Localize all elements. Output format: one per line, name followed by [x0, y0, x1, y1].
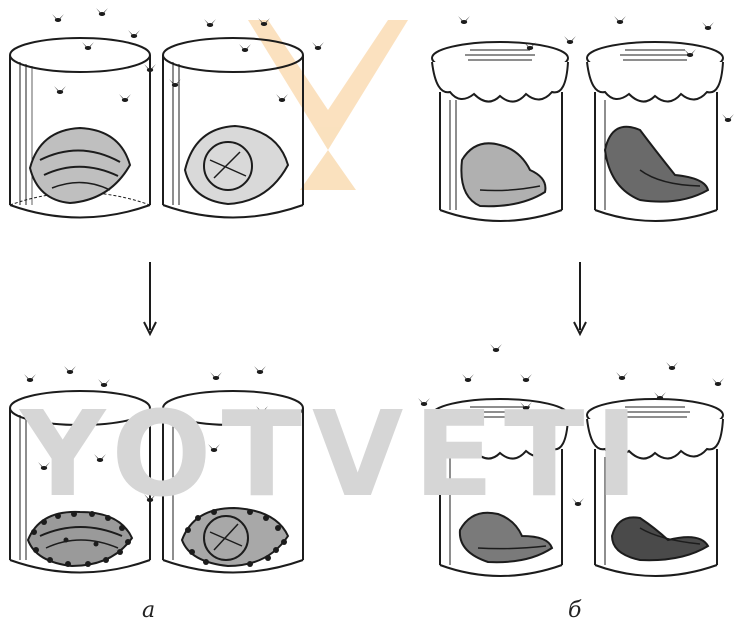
open-jar-2-bottom	[163, 391, 303, 573]
covered-jar-2-bottom	[587, 399, 723, 576]
meat-piece	[605, 127, 708, 202]
panel-a-bottom-jars	[10, 391, 303, 573]
meat-piece	[30, 128, 130, 203]
panel-b-bottom-jars	[432, 399, 723, 576]
covered-jar-1-top	[432, 42, 568, 221]
arrow-down-a	[144, 262, 156, 334]
panel-a-top-jars	[10, 38, 303, 218]
meat-piece	[460, 513, 552, 563]
meat-piece	[461, 143, 545, 206]
open-jar-1-top	[10, 38, 150, 218]
panel-label-b: б	[568, 598, 581, 623]
meat-piece	[612, 517, 708, 560]
panel-label-a: а	[142, 598, 155, 623]
meat-piece-with-larvae	[28, 511, 132, 567]
arrow-down-b	[574, 262, 586, 334]
covered-jar-2-top	[587, 42, 723, 221]
meat-piece-with-larvae	[182, 508, 288, 567]
meat-piece	[185, 126, 288, 204]
open-jar-1-bottom	[10, 391, 150, 573]
panel-b-top-jars	[432, 42, 723, 221]
covered-jar-1-bottom	[432, 399, 568, 576]
